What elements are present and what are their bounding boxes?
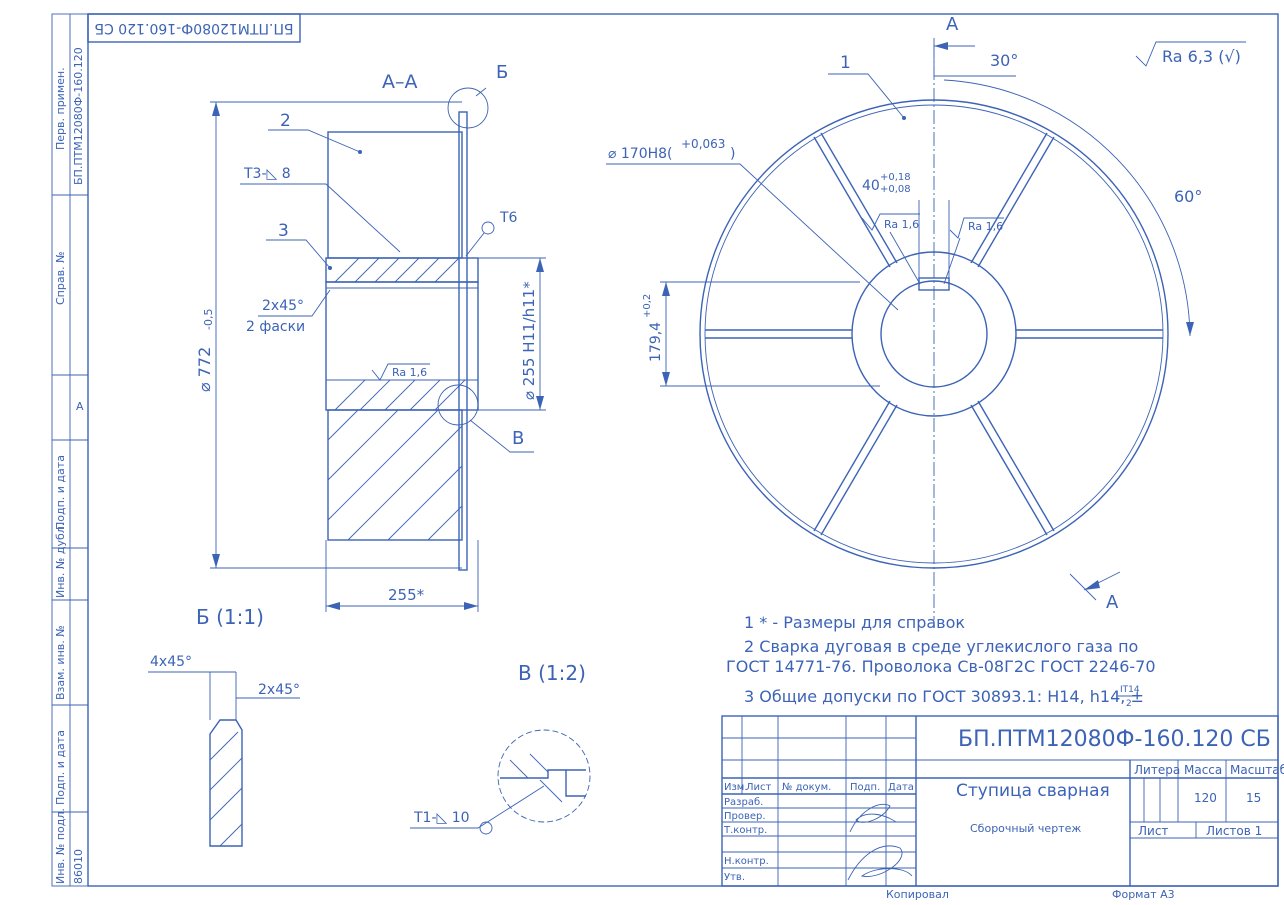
- tb-col-massa: Масса: [1184, 763, 1222, 777]
- tb-col-masshtab: Масштаб: [1230, 763, 1284, 777]
- dim-772-tol: -0,5: [202, 309, 215, 330]
- margin-vzam-inv: Взам. инв. №: [54, 625, 67, 700]
- tb-prover: Провер.: [724, 811, 766, 822]
- dim-179-tol: +0,2: [642, 294, 653, 318]
- detail-v-title: В (1:2): [518, 661, 586, 685]
- dim-179: 179,4: [648, 322, 664, 362]
- detail-b-title: Б (1:1): [196, 605, 264, 629]
- section-roughness: Ra 1,6: [392, 366, 427, 379]
- angle-30: 30°: [990, 51, 1018, 70]
- footer-kopiroval: Копировал: [886, 888, 949, 901]
- detail-v: В (1:2) Т1-◺ 10: [410, 661, 591, 835]
- chamfer-label: 2x45°: [262, 298, 304, 314]
- margin-inv-podl-no: 86010: [72, 849, 85, 884]
- chamfer-note: 2 фаски: [246, 319, 305, 335]
- dim-772: ⌀ 772: [195, 347, 214, 392]
- tb-izm: Изм.: [724, 782, 748, 793]
- footer-format: Формат А3: [1112, 888, 1175, 901]
- technical-notes: 1 * - Размеры для справок 2 Сварка дугов…: [726, 613, 1156, 709]
- front-view: А 30° 60° А 1 ⌀ 170H8( +0,063 ) 40 +0,18…: [606, 14, 1202, 620]
- detail-b: Б (1:1) 4x45° 2x45°: [148, 605, 300, 847]
- pos-3-label: 3: [278, 221, 289, 241]
- section-aa: А–А: [195, 62, 546, 612]
- bore-tol: +0,063: [681, 137, 725, 151]
- dim-255-bore: ⌀ 255 H11/h11*: [520, 281, 538, 400]
- keyway-tol-low: +0,08: [880, 184, 911, 195]
- note-2b: ГОСТ 14771-76. Проволока Св-08Г2С ГОСТ 2…: [726, 657, 1156, 676]
- tb-razrab: Разраб.: [724, 797, 763, 808]
- margin-perv-code: БП.ПТМ12080Ф-160.120: [72, 47, 85, 185]
- tb-massa: 120: [1194, 791, 1217, 805]
- detail-v-weld: Т1-◺ 10: [413, 810, 470, 826]
- cut-label-bottom: А: [1106, 592, 1119, 613]
- tb-utv: Утв.: [724, 872, 745, 883]
- tb-t-kontr: Т.контр.: [723, 825, 767, 836]
- tb-masshtab: 15: [1246, 791, 1261, 805]
- tb-name: Ступица сварная: [956, 781, 1110, 801]
- signature-1: [849, 803, 897, 833]
- detail-b-chamfer1: 4x45°: [150, 654, 192, 670]
- note-3-frac-bot: 2: [1126, 699, 1132, 709]
- margin-perv-primen: Перв. примен.: [54, 67, 67, 150]
- margin-inv-podl: Инв. № подл.: [54, 808, 67, 884]
- detail-b-chamfer2: 2x45°: [258, 682, 300, 698]
- pos-2-label: 2: [280, 111, 291, 131]
- tb-list: Лист: [1138, 824, 1168, 838]
- margin-letter-a: А: [76, 400, 84, 413]
- note-3: 3 Общие допуски по ГОСТ 30893.1: H14, h1…: [744, 687, 1144, 706]
- tb-data: Дата: [888, 782, 914, 793]
- section-aa-title: А–А: [382, 71, 418, 93]
- dim-255-width: 255*: [388, 586, 425, 604]
- tb-n-dokum: № докум.: [782, 782, 831, 793]
- tb-list-col: Лист: [746, 782, 772, 793]
- pos-1-label: 1: [840, 53, 851, 73]
- title-block: БП.ПТМ12080Ф-160.120 СБ Ступица сварная …: [721, 715, 1284, 887]
- tb-podp: Подп.: [850, 782, 880, 793]
- top-stamp: БП.ПТМ12080Ф-160.120 СБ: [87, 13, 301, 43]
- top-stamp-text: БП.ПТМ12080Ф-160.120 СБ: [94, 20, 293, 36]
- margin-labels: Перв. примен. БП.ПТМ12080Ф-160.120 Справ…: [54, 47, 85, 884]
- tb-col-litera: Литера: [1134, 763, 1180, 777]
- margin-podp-data-2: Подп. и дата: [54, 730, 67, 805]
- tb-n-kontr: Н.контр.: [724, 856, 769, 867]
- general-roughness-text: Ra 6,3 (√): [1162, 47, 1241, 66]
- tb-designation: БП.ПТМ12080Ф-160.120 СБ: [958, 727, 1271, 752]
- tb-doc-type: Сборочный чертеж: [970, 822, 1081, 835]
- note-2a: 2 Сварка дуговая в среде углекислого газ…: [744, 637, 1138, 656]
- keyway-dim: 40: [862, 178, 880, 194]
- weld-t6-label: Т6: [499, 210, 518, 226]
- sheet-frame: [51, 13, 1279, 887]
- front-roughness-b: Ra 1,6: [968, 220, 1003, 233]
- weld-t3-label: Т3-◺ 8: [243, 166, 291, 182]
- keyway-tol-up: +0,18: [880, 172, 911, 183]
- cut-label-top: А: [946, 14, 959, 35]
- margin-inv-dubl: Инв. № дубл.: [54, 523, 67, 598]
- callout-v: В: [512, 428, 524, 449]
- note-3-frac-top: IT14: [1120, 685, 1140, 695]
- margin-podp-data-1: Подп. и дата: [54, 455, 67, 530]
- general-roughness: Ra 6,3 (√): [1135, 41, 1246, 67]
- angle-60: 60°: [1174, 187, 1202, 206]
- note-1: 1 * - Размеры для справок: [744, 613, 965, 632]
- margin-sprav-no: Справ. №: [54, 251, 67, 305]
- tb-listov: Листов 1: [1206, 824, 1262, 838]
- callout-b: Б: [496, 62, 508, 83]
- bore-dia: ⌀ 170H8(: [608, 146, 673, 162]
- signature-2: [847, 845, 913, 881]
- bore-close: ): [730, 146, 735, 162]
- footer: Копировал Формат А3: [886, 888, 1175, 901]
- front-roughness-a: Ra 1,6: [884, 218, 919, 231]
